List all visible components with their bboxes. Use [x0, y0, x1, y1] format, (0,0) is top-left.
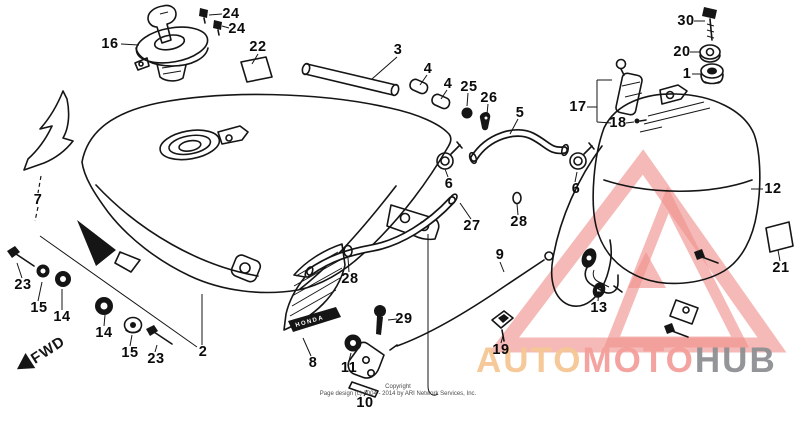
part-number-label: 1 [682, 66, 692, 82]
label-sticker-21-drawing [765, 221, 794, 253]
part-number-label: 22 [249, 39, 267, 55]
part-number-label: 28 [341, 271, 359, 287]
fwd-arrow-head-icon [16, 353, 36, 370]
fuel-pump-17-drawing [615, 58, 647, 124]
part-number-label: 7 [33, 192, 43, 208]
bolt-30-drawing [702, 7, 717, 41]
part-number-label: 11 [340, 360, 358, 376]
part-number-label: 16 [101, 36, 119, 52]
part-number-label: 24 [222, 6, 240, 22]
fuel-cap-drawing [134, 4, 209, 82]
part-number-label: 4 [423, 61, 433, 77]
part-number-label: 3 [393, 42, 403, 58]
part-number-label: 12 [764, 181, 782, 197]
brand-moto: MOTO [582, 341, 695, 380]
part-number-label: 9 [495, 247, 505, 263]
part-number-label: 14 [95, 325, 113, 341]
part-number-label: 13 [590, 300, 608, 316]
part-number-label: 28 [510, 214, 528, 230]
wing-decal-7-drawing [23, 90, 74, 171]
part-number-label: 30 [677, 13, 695, 29]
o-ring-28-right-drawing [512, 191, 522, 205]
screw-24-drawing [199, 8, 222, 36]
bolt-29-drawing [374, 305, 386, 335]
part-number-label: 4 [443, 76, 453, 92]
leader-lines [16, 13, 781, 397]
screw-18-drawing [634, 118, 640, 124]
brand-auto: AUTO [476, 341, 583, 380]
part-number-label: 8 [308, 355, 318, 371]
part-number-label: 20 [673, 44, 691, 60]
hose-clamp-6-right-drawing [569, 142, 595, 170]
fuel-hose-5-drawing [468, 129, 570, 165]
clamp-13-drawing [584, 265, 623, 294]
main-fuel-tank-drawing [77, 93, 452, 294]
automotohub-watermark-text: AUTOMOTOHUB [476, 341, 777, 381]
part-number-label: 21 [772, 260, 790, 276]
part-number-label: 29 [395, 311, 413, 327]
label-sticker-22-drawing [240, 56, 273, 83]
part-number-label: 18 [609, 115, 627, 131]
part-number-label: 6 [444, 176, 454, 192]
part-number-label: 15 [121, 345, 139, 361]
part-number-label: 2 [198, 344, 208, 360]
brand-hub: HUB [694, 341, 777, 380]
part-number-label: 25 [460, 79, 478, 95]
part-number-label: 23 [14, 277, 32, 293]
part-number-label: 14 [53, 309, 71, 325]
part-number-label: 23 [147, 351, 165, 367]
mount-hardware-right-drawing [95, 297, 173, 345]
ball-25-drawing [461, 107, 473, 119]
copyright-notice: Copyright Page design (c) 2004 - 2014 by… [303, 384, 493, 397]
mount-hardware-left-drawing [7, 246, 71, 287]
logo-inner-triangle-icon [628, 252, 666, 288]
part-number-label: 6 [571, 181, 581, 197]
part-number-label: 19 [492, 342, 510, 358]
copyright-line2: Page design (c) 2004 - 2014 by ARI Netwo… [319, 390, 477, 397]
part-number-label: 26 [480, 90, 498, 106]
part-number-label: 27 [463, 218, 481, 234]
copyright-line1: Copyright [385, 384, 411, 390]
grommet-1-drawing [700, 63, 724, 85]
part-26-drawing [479, 112, 491, 131]
tube-3-drawing [301, 62, 400, 97]
clip-19-drawing [491, 310, 514, 342]
bracket-10-drawing [347, 341, 385, 398]
o-ring-28-left-drawing [343, 244, 353, 258]
part-number-label: 10 [356, 395, 374, 411]
part-number-label: 17 [569, 99, 587, 115]
rear-fuel-tank-drawing [550, 84, 761, 338]
part-number-label: 15 [30, 300, 48, 316]
part-number-label: 5 [515, 105, 525, 121]
part-number-label: 24 [228, 21, 246, 37]
